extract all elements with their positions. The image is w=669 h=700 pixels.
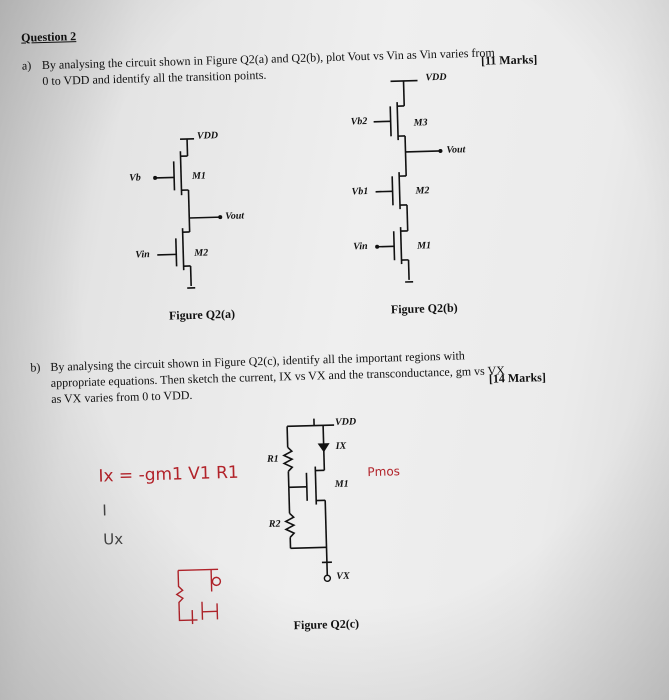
figure-q2b-circuit <box>373 79 443 283</box>
figure-q2a-circuit <box>153 138 223 289</box>
figure-q2c-circuit <box>282 418 335 582</box>
handwritten-sketch <box>175 568 222 625</box>
exam-sheet: Question 2 a) By analysing the circuit s… <box>21 29 546 632</box>
